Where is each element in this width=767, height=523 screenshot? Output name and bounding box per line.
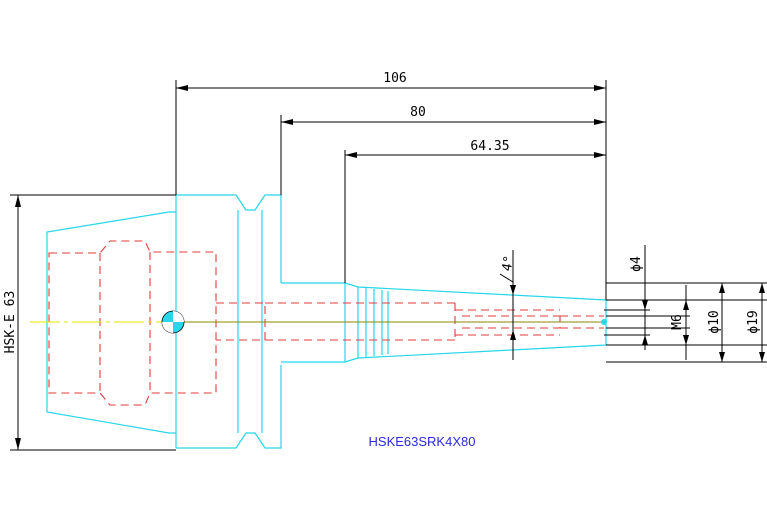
dim-dia-19: ϕ19 [746, 310, 761, 333]
dim-overall-length: 106 [383, 71, 406, 86]
dim-dia-10: ϕ10 [707, 310, 722, 333]
dim-hole-dia: ϕ4 [629, 256, 644, 272]
flange-bottom [176, 365, 282, 449]
dim-interface: HSK-E 63 [3, 291, 18, 354]
flange-top [176, 194, 282, 283]
hsk-bore-hidden [48, 240, 217, 406]
hidden-lines [48, 240, 604, 406]
dim-taper-angle: 4° [500, 254, 517, 272]
model-label: HSKE63SRK4X80 [369, 434, 476, 449]
dim-taper-length: 64.35 [470, 139, 509, 154]
center-mark-icon [161, 310, 607, 334]
dim-thread: M6 [670, 314, 685, 330]
dim-shank-length: 80 [410, 105, 426, 120]
dimension-lines [10, 80, 767, 451]
